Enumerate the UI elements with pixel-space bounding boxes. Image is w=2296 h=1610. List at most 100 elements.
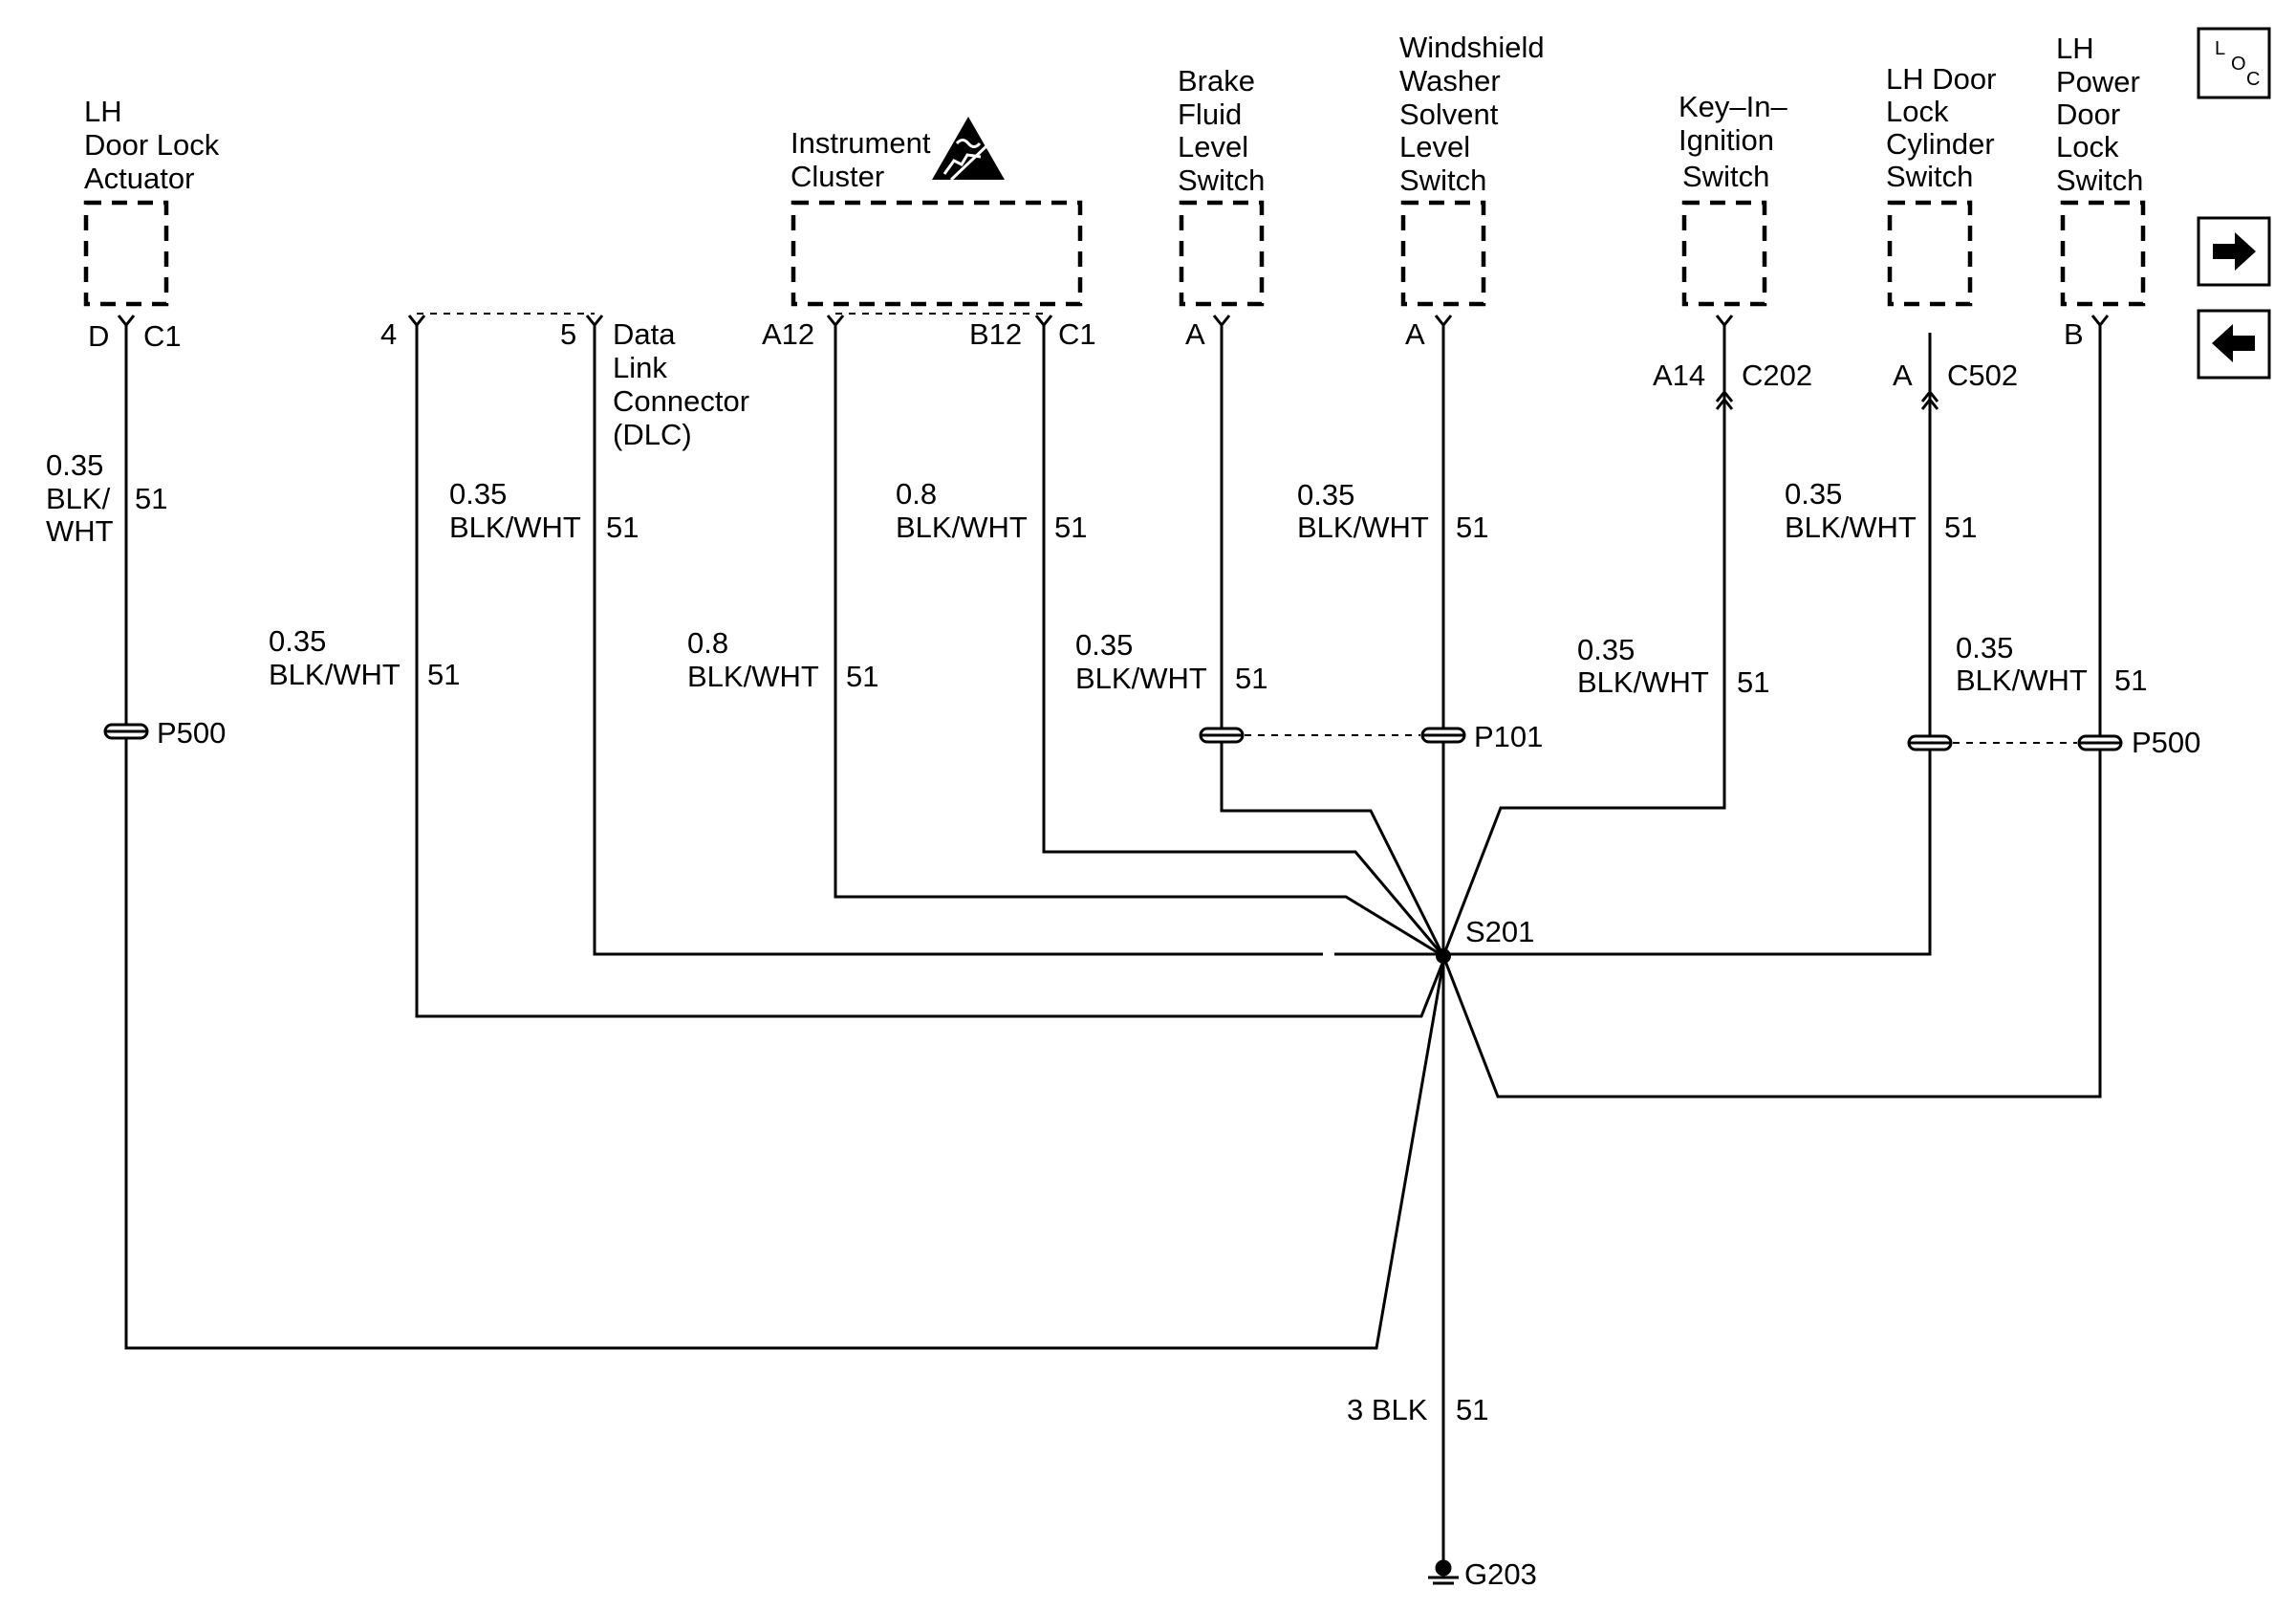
connector-symbols	[103, 723, 2123, 751]
previous-page-button[interactable]	[2197, 309, 2271, 380]
svg-text:BLK/WHT: BLK/WHT	[269, 658, 401, 691]
ground-g203-label: G203	[1464, 1557, 1537, 1591]
svg-text:LH Door: LH Door	[1886, 62, 1996, 96]
svg-text:O: O	[2231, 54, 2246, 75]
splice-s201-label: S201	[1465, 915, 1534, 948]
svg-text:Connector: Connector	[613, 384, 749, 418]
svg-text:Brake: Brake	[1178, 64, 1255, 98]
svg-text:Solvent: Solvent	[1399, 98, 1499, 131]
svg-text:51: 51	[427, 658, 460, 691]
svg-text:0.35: 0.35	[46, 448, 103, 482]
svg-text:(DLC): (DLC)	[613, 418, 692, 451]
key-in-ignition-switch-box	[1681, 200, 1767, 307]
wire-label-key: 0.35 BLK/WHT 51	[1577, 633, 1769, 699]
pin-labels: D C1 4 5 A12 B12 C1 A A A14 C202 A C502 …	[88, 317, 2084, 392]
svg-text:3 BLK: 3 BLK	[1347, 1393, 1428, 1426]
svg-text:B: B	[2064, 317, 2084, 351]
svg-text:Cylinder: Cylinder	[1886, 127, 1995, 161]
lh-door-lock-actuator-label: LH Door Lock Actuator	[84, 95, 220, 195]
svg-text:51: 51	[1054, 511, 1087, 544]
lh-door-lock-cylinder-switch-box	[1887, 200, 1973, 307]
pin-markers	[117, 315, 2110, 410]
svg-text:D: D	[88, 319, 109, 353]
svg-text:51: 51	[135, 482, 167, 515]
instrument-cluster-box	[791, 200, 1083, 307]
lh-power-door-lock-switch-label: LH Power Door Lock Switch	[2056, 32, 2143, 197]
brake-fluid-level-switch-box	[1179, 200, 1265, 307]
wire-label-ground: 3 BLK 51	[1347, 1393, 1488, 1426]
svg-text:C202: C202	[1742, 359, 1812, 392]
svg-text:WHT: WHT	[46, 514, 114, 548]
svg-text:BLK/WHT: BLK/WHT	[1075, 662, 1207, 695]
windshield-washer-switch-box	[1400, 200, 1486, 307]
svg-text:BLK/: BLK/	[46, 482, 111, 515]
key-in-ignition-switch-label: Key–In– Ignition Switch	[1679, 90, 1788, 193]
connector-p101-label: P101	[1474, 720, 1543, 753]
svg-text:LH: LH	[84, 95, 122, 128]
svg-text:Switch: Switch	[1682, 160, 1769, 193]
svg-text:Switch: Switch	[1178, 163, 1265, 197]
wire-label-actuator: 0.35 BLK/ WHT 51	[46, 448, 167, 548]
svg-text:51: 51	[846, 660, 878, 693]
svg-text:5: 5	[560, 317, 576, 351]
arrow-right-icon	[2213, 232, 2256, 271]
svg-text:C1: C1	[143, 319, 182, 353]
svg-text:Power: Power	[2056, 65, 2140, 98]
svg-text:Windshield: Windshield	[1399, 31, 1545, 64]
svg-text:Door: Door	[2056, 98, 2120, 131]
svg-text:Actuator: Actuator	[84, 162, 194, 195]
svg-text:BLK/WHT: BLK/WHT	[1297, 511, 1429, 544]
lh-door-lock-cylinder-switch-label: LH Door Lock Cylinder Switch	[1886, 62, 1996, 193]
svg-text:51: 51	[1456, 1393, 1488, 1426]
svg-text:BLK/WHT: BLK/WHT	[896, 511, 1028, 544]
svg-text:Ignition: Ignition	[1679, 123, 1774, 157]
svg-text:LH: LH	[2056, 32, 2094, 65]
svg-text:BLK/WHT: BLK/WHT	[449, 511, 581, 544]
svg-text:A: A	[1185, 317, 1205, 351]
svg-text:BLK/WHT: BLK/WHT	[687, 660, 819, 693]
svg-text:Key–In–: Key–In–	[1679, 90, 1788, 123]
svg-text:Link: Link	[613, 351, 667, 384]
svg-text:A: A	[1405, 317, 1425, 351]
brake-fluid-level-switch-label: Brake Fluid Level Switch	[1178, 64, 1265, 197]
svg-text:0.35: 0.35	[449, 477, 507, 511]
lh-door-lock-actuator-box	[83, 200, 169, 307]
loc-button[interactable]: L O C	[2197, 27, 2271, 99]
svg-text:Instrument: Instrument	[791, 126, 931, 160]
wire-label-washer: 0.35 BLK/WHT 51	[1297, 478, 1488, 544]
svg-text:51: 51	[1235, 662, 1267, 695]
svg-text:A14: A14	[1653, 359, 1705, 392]
svg-text:51: 51	[606, 511, 639, 544]
svg-text:Data: Data	[613, 317, 676, 351]
wire-label-dlc4: 0.35 BLK/WHT 51	[269, 624, 460, 691]
arrow-left-icon	[2212, 324, 2255, 362]
windshield-washer-switch-label: Windshield Washer Solvent Level Switch	[1399, 31, 1545, 197]
lh-power-door-lock-switch-box	[2060, 200, 2146, 307]
dlc-label: Data Link Connector (DLC)	[613, 317, 749, 451]
svg-text:A: A	[1893, 359, 1913, 392]
svg-text:Switch: Switch	[1886, 160, 1973, 193]
svg-text:Switch: Switch	[1399, 163, 1486, 197]
wire-label-brake: 0.35 BLK/WHT 51	[1075, 628, 1267, 695]
svg-text:Cluster: Cluster	[791, 160, 884, 193]
svg-text:B12: B12	[969, 317, 1022, 351]
wire-label-power: 0.35 BLK/WHT 51	[1956, 631, 2147, 697]
svg-text:0.35: 0.35	[1956, 631, 2013, 664]
esd-warning-icon	[932, 117, 1005, 182]
svg-text:51: 51	[1737, 665, 1769, 699]
svg-text:L: L	[2215, 38, 2225, 59]
svg-text:Door Lock: Door Lock	[84, 128, 220, 162]
wire-label-cylinder: 0.35 BLK/WHT 51	[1785, 477, 1977, 544]
svg-text:0.35: 0.35	[1297, 478, 1354, 511]
svg-text:51: 51	[1456, 511, 1488, 544]
svg-text:0.35: 0.35	[1785, 477, 1842, 511]
svg-text:C1: C1	[1058, 317, 1096, 351]
svg-text:Level: Level	[1178, 130, 1248, 163]
next-page-button[interactable]	[2197, 216, 2271, 287]
svg-text:C502: C502	[1947, 359, 2018, 392]
svg-text:Fluid: Fluid	[1178, 98, 1242, 131]
svg-text:0.8: 0.8	[896, 477, 937, 511]
svg-text:A12: A12	[762, 317, 814, 351]
svg-text:Level: Level	[1399, 130, 1470, 163]
